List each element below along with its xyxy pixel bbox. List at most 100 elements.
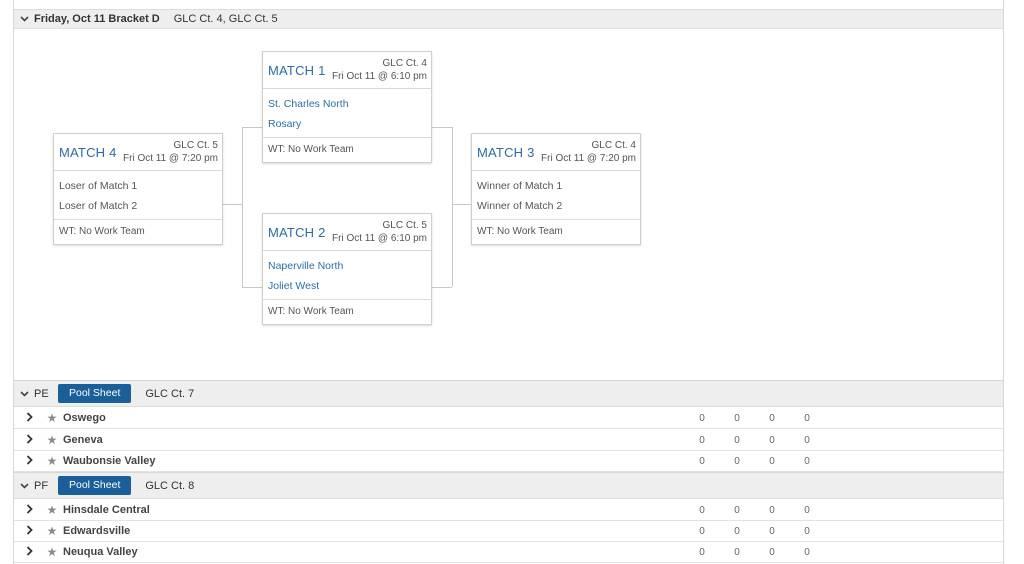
pool-header-pf[interactable]: PF Pool Sheet GLC Ct. 8 <box>14 472 1003 499</box>
stat-value: 0 <box>734 412 740 424</box>
match-location: GLC Ct. 5 Fri Oct 11 @ 6:10 pm <box>332 219 427 245</box>
match-header: MATCH 4 GLC Ct. 5 Fri Oct 11 @ 7:20 pm <box>54 134 222 171</box>
star-icon[interactable]: ★ <box>46 524 58 538</box>
stat-value: 0 <box>734 455 740 467</box>
connector-line <box>242 127 262 128</box>
table-row[interactable]: ★ Hinsdale Central 0 0 0 0 <box>14 500 1003 521</box>
star-icon[interactable]: ★ <box>46 433 58 447</box>
match-time: Fri Oct 11 @ 6:10 pm <box>332 71 427 82</box>
chevron-down-icon[interactable] <box>14 480 34 492</box>
stat-value: 0 <box>769 525 775 537</box>
chevron-right-icon[interactable] <box>14 454 44 468</box>
connector-line <box>452 127 453 287</box>
match-team-2[interactable]: Rosary <box>268 118 302 130</box>
match-team-2[interactable]: Joliet West <box>268 280 320 292</box>
pool-court: GLC Ct. 7 <box>145 387 195 400</box>
work-team: WT: No Work Team <box>268 306 354 317</box>
stat-value: 0 <box>804 525 810 537</box>
chevron-right-icon[interactable] <box>14 503 44 517</box>
bracket-section-header[interactable]: Friday, Oct 11 Bracket D GLC Ct. 4, GLC … <box>14 9 1003 29</box>
stat-value: 0 <box>804 504 810 516</box>
match-header: MATCH 3 GLC Ct. 4 Fri Oct 11 @ 7:20 pm <box>472 134 640 171</box>
match-court: GLC Ct. 4 <box>382 58 427 69</box>
pool-header-pe[interactable]: PE Pool Sheet GLC Ct. 7 <box>14 380 1003 407</box>
chevron-down-icon[interactable] <box>14 13 34 25</box>
chevron-right-icon[interactable] <box>14 433 44 447</box>
team-name[interactable]: Edwardsville <box>63 525 131 537</box>
work-team: WT: No Work Team <box>59 226 145 237</box>
stat-value: 0 <box>699 455 705 467</box>
match-team-2: Winner of Match 2 <box>477 200 563 212</box>
chevron-right-icon[interactable] <box>14 411 44 425</box>
stat-value: 0 <box>734 434 740 446</box>
stat-value: 0 <box>804 455 810 467</box>
match-title: MATCH 1 <box>268 63 326 78</box>
connector-line <box>242 287 262 288</box>
pool-sheet-button[interactable]: Pool Sheet <box>58 384 132 403</box>
match-card-1[interactable]: MATCH 1 GLC Ct. 4 Fri Oct 11 @ 6:10 pm S… <box>262 51 432 163</box>
match-card-3[interactable]: MATCH 3 GLC Ct. 4 Fri Oct 11 @ 7:20 pm W… <box>471 133 641 245</box>
match-title: MATCH 4 <box>59 145 117 160</box>
stat-value: 0 <box>804 412 810 424</box>
match-title: MATCH 3 <box>477 145 535 160</box>
stat-value: 0 <box>699 525 705 537</box>
table-row[interactable]: ★ Geneva 0 0 0 0 <box>14 430 1003 451</box>
table-row[interactable]: ★ Waubonsie Valley 0 0 0 0 <box>14 451 1003 472</box>
stat-value: 0 <box>804 546 810 558</box>
stat-value: 0 <box>734 504 740 516</box>
table-row[interactable]: ★ Oswego 0 0 0 0 <box>14 408 1003 429</box>
chevron-right-icon[interactable] <box>14 524 44 538</box>
stat-value: 0 <box>699 546 705 558</box>
team-name[interactable]: Waubonsie Valley <box>63 455 156 467</box>
stat-value: 0 <box>699 412 705 424</box>
match-location: GLC Ct. 5 Fri Oct 11 @ 7:20 pm <box>123 139 218 165</box>
match-time: Fri Oct 11 @ 7:20 pm <box>541 153 636 164</box>
stat-value: 0 <box>769 504 775 516</box>
match-time: Fri Oct 11 @ 6:10 pm <box>332 233 427 244</box>
stat-value: 0 <box>769 546 775 558</box>
star-icon[interactable]: ★ <box>46 545 58 559</box>
work-team: WT: No Work Team <box>477 226 563 237</box>
match-title: MATCH 2 <box>268 225 326 240</box>
team-name[interactable]: Hinsdale Central <box>63 504 150 516</box>
stat-value: 0 <box>734 525 740 537</box>
schedule-frame: Friday, Oct 11 Bracket D GLC Ct. 4, GLC … <box>13 0 1004 564</box>
connector-line <box>432 127 452 128</box>
team-name[interactable]: Geneva <box>63 434 103 446</box>
connector-line <box>452 204 472 205</box>
connector-line <box>432 287 452 288</box>
match-court: GLC Ct. 5 <box>382 220 427 231</box>
match-teams: Naperville North Joliet West <box>263 251 431 300</box>
match-court: GLC Ct. 4 <box>591 140 636 151</box>
star-icon[interactable]: ★ <box>46 454 58 468</box>
match-team-2: Loser of Match 2 <box>59 200 138 212</box>
match-court: GLC Ct. 5 <box>173 140 218 151</box>
stat-value: 0 <box>804 434 810 446</box>
match-teams: Loser of Match 1 Loser of Match 2 <box>54 171 222 220</box>
match-teams: St. Charles North Rosary <box>263 89 431 138</box>
table-row[interactable]: ★ Neuqua Valley 0 0 0 0 <box>14 542 1003 563</box>
match-card-2[interactable]: MATCH 2 GLC Ct. 5 Fri Oct 11 @ 6:10 pm N… <box>262 213 432 325</box>
match-team-1[interactable]: St. Charles North <box>268 98 349 110</box>
connector-line <box>222 204 242 205</box>
pool-sheet-button[interactable]: Pool Sheet <box>58 476 132 495</box>
match-card-4[interactable]: MATCH 4 GLC Ct. 5 Fri Oct 11 @ 7:20 pm L… <box>53 133 223 245</box>
chevron-right-icon[interactable] <box>14 545 44 559</box>
stat-value: 0 <box>769 455 775 467</box>
stat-value: 0 <box>699 434 705 446</box>
table-row[interactable]: ★ Edwardsville 0 0 0 0 <box>14 521 1003 542</box>
pool-code: PE <box>34 387 49 400</box>
connector-line <box>242 127 243 287</box>
chevron-down-icon[interactable] <box>14 388 34 400</box>
match-team-1: Winner of Match 1 <box>477 180 563 192</box>
team-name[interactable]: Oswego <box>63 412 106 424</box>
pool-court: GLC Ct. 8 <box>145 479 195 492</box>
stat-value: 0 <box>769 434 775 446</box>
star-icon[interactable]: ★ <box>46 411 58 425</box>
star-icon[interactable]: ★ <box>46 503 58 517</box>
match-teams: Winner of Match 1 Winner of Match 2 <box>472 171 640 220</box>
match-location: GLC Ct. 4 Fri Oct 11 @ 6:10 pm <box>332 57 427 83</box>
team-name[interactable]: Neuqua Valley <box>63 546 138 558</box>
match-location: GLC Ct. 4 Fri Oct 11 @ 7:20 pm <box>541 139 636 165</box>
match-team-1[interactable]: Naperville North <box>268 260 344 272</box>
